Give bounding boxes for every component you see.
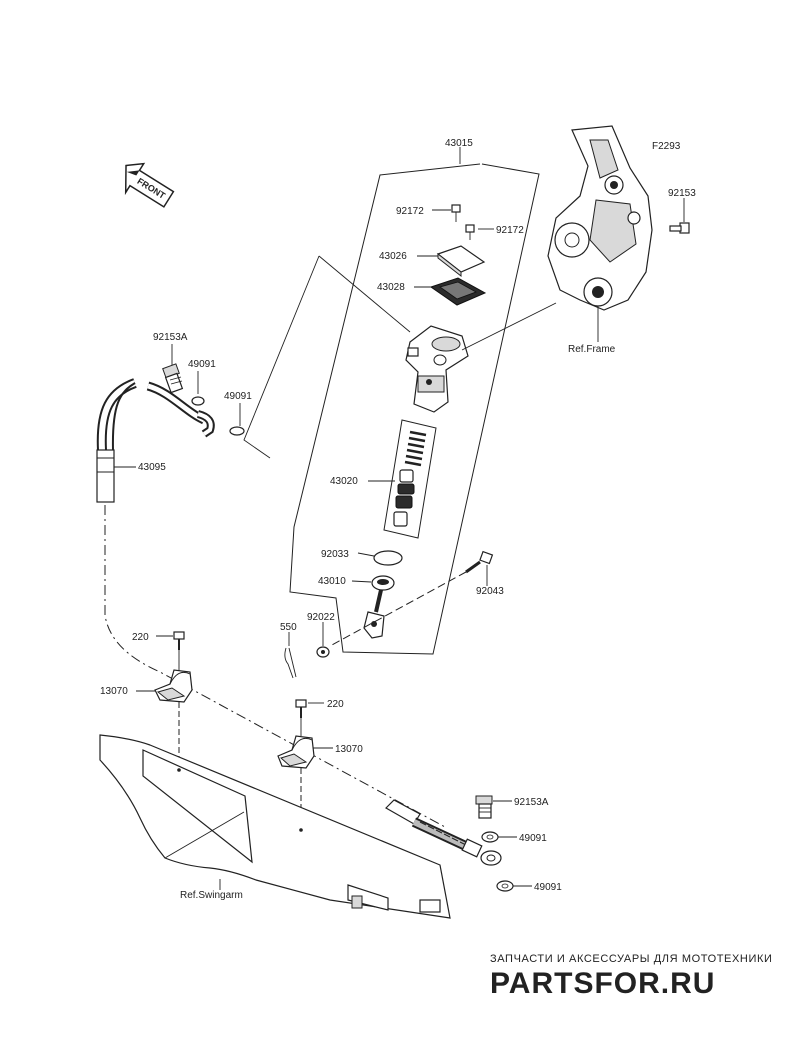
push-rod-43010 [363,575,395,639]
kit-box-43015: 43015 [289,138,540,655]
bolt-92172-b [465,224,475,240]
part-label-43028: 43028 [377,282,405,293]
part-label-220-b: 220 [327,699,344,710]
part-label-92153A-bottom: 92153A [514,797,549,808]
circlip-92033 [373,550,403,566]
brake-hose-43095 [96,378,215,503]
frame-bracket [547,125,653,311]
part-label-13070-a: 13070 [100,686,128,697]
front-arrow-icon: FRONT [124,162,175,208]
watermark: ЗАПЧАСТИ И АКСЕССУАРЫ ДЛЯ МОТОТЕХНИКИ PA… [490,953,772,1000]
part-label-92172-a: 92172 [396,206,424,217]
part-label-92153A-top: 92153A [153,332,188,343]
brake-hose-lower-end [385,799,502,866]
part-label-43020: 43020 [330,476,358,487]
bolt-92153 [669,222,690,234]
banjo-bolt-92153A-bottom [475,795,493,819]
clamp-13070-b [277,735,315,769]
part-label-49091-b: 49091 [224,391,252,402]
diaphragm-43028 [429,277,487,306]
part-label-43010: 43010 [318,576,346,587]
ref-frame-label: Ref.Frame [568,344,616,355]
part-label-43026: 43026 [379,251,407,262]
part-label-49091-a: 49091 [188,359,216,370]
cotter-pin-550 [284,647,297,679]
part-label-49091-d: 49091 [534,882,562,893]
banjo-bolt-92153A-top [162,363,184,394]
bolt-220-b [295,699,307,718]
master-cylinder-body [405,325,469,413]
part-label-92033: 92033 [321,549,349,560]
spring [404,430,427,467]
part-label-43095: 43095 [138,462,166,473]
swingarm [99,734,451,919]
part-label-49091-c: 49091 [519,833,547,844]
bolt-92172-a [451,204,461,222]
watermark-brand: PARTSFOR.RU [490,967,715,1000]
part-label-92022: 92022 [307,612,335,623]
part-label-92172-b: 92172 [496,225,524,236]
reservoir-cap-43026 [436,245,486,278]
ref-swingarm-label: Ref.Swingarm [180,890,243,901]
piston-kit-43020 [383,419,437,539]
bolt-220-a [173,631,185,650]
part-label-550: 550 [280,622,297,633]
part-label-13070-b: 13070 [335,744,363,755]
part-label-220-a: 220 [132,632,149,643]
washer-49091-b [229,426,245,436]
part-label-92043: 92043 [476,586,504,597]
part-label-92153: 92153 [668,188,696,199]
figure-code: F2293 [652,141,681,152]
washer-49091-a [191,396,205,406]
watermark-tagline: ЗАПЧАСТИ И АКСЕССУАРЫ ДЛЯ МОТОТЕХНИКИ [490,953,772,965]
part-label-43015: 43015 [445,138,473,149]
clamp-13070-a [154,669,193,703]
pin-92043 [465,550,494,574]
